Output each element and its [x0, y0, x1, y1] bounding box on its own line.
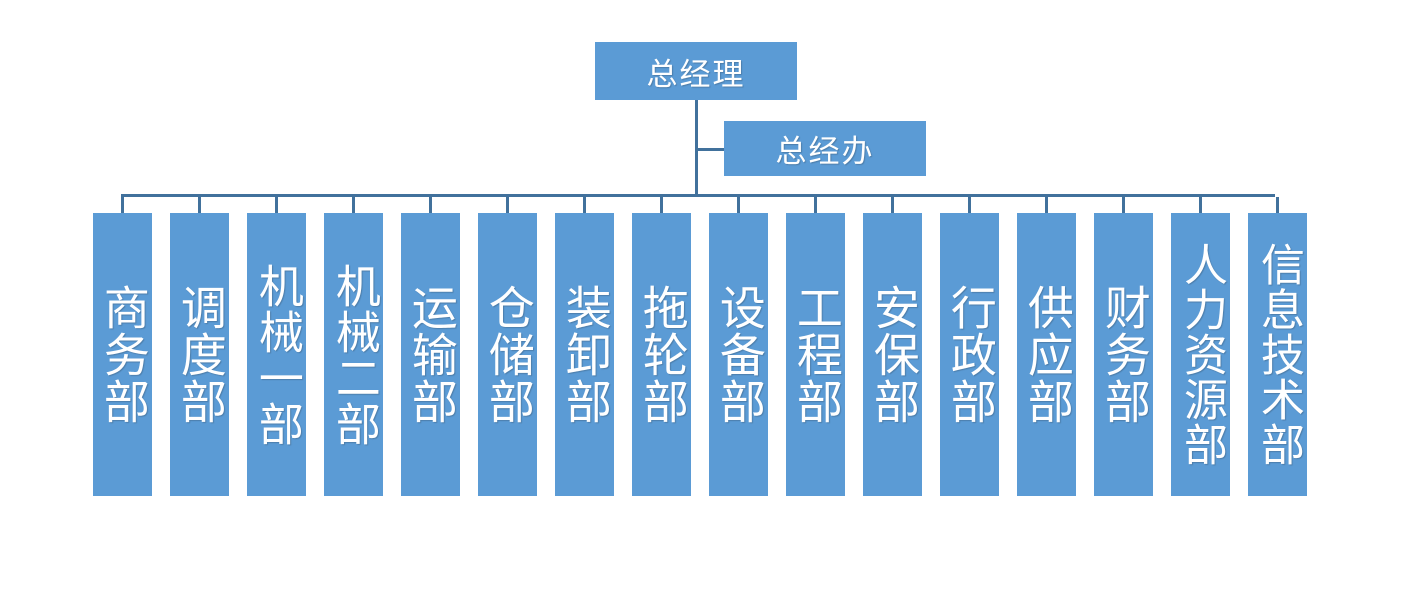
- node-department-label: 机械二部: [328, 262, 379, 447]
- node-department-16[interactable]: 信息技术部: [1248, 213, 1307, 496]
- node-department-label: 设备部: [713, 284, 765, 425]
- node-department-label: 调度部: [174, 284, 226, 425]
- connector-drop-6: [506, 197, 509, 213]
- connector-drop-5: [429, 197, 432, 213]
- node-department-label: 机械一部: [251, 262, 302, 447]
- node-department-15[interactable]: 人力资源部: [1171, 213, 1230, 496]
- node-department-label: 运输部: [405, 284, 457, 425]
- node-department-label: 行政部: [944, 284, 996, 425]
- node-department-8[interactable]: 拖轮部: [632, 213, 691, 496]
- connector-bus-horizontal: [121, 194, 1275, 197]
- connector-elbow-staff: [698, 148, 725, 151]
- node-department-label: 拖轮部: [636, 284, 688, 425]
- node-department-label: 工程部: [790, 284, 842, 425]
- connector-drop-13: [1045, 197, 1048, 213]
- connector-drop-16: [1276, 197, 1279, 213]
- node-department-5[interactable]: 运输部: [401, 213, 460, 496]
- node-department-12[interactable]: 行政部: [940, 213, 999, 496]
- node-department-10[interactable]: 工程部: [786, 213, 845, 496]
- node-department-label: 安保部: [867, 284, 919, 425]
- node-department-label: 供应部: [1021, 284, 1073, 425]
- node-department-4[interactable]: 机械二部: [324, 213, 383, 496]
- connector-drop-14: [1122, 197, 1125, 213]
- connector-drop-9: [737, 197, 740, 213]
- connector-drop-3: [275, 197, 278, 213]
- node-department-7[interactable]: 装卸部: [555, 213, 614, 496]
- node-department-label: 仓储部: [482, 284, 534, 425]
- node-department-14[interactable]: 财务部: [1094, 213, 1153, 496]
- node-general-manager-label: 总经理: [646, 56, 746, 92]
- node-general-manager[interactable]: 总经理: [595, 42, 797, 100]
- node-department-6[interactable]: 仓储部: [478, 213, 537, 496]
- connector-drop-4: [352, 197, 355, 213]
- node-department-2[interactable]: 调度部: [170, 213, 229, 496]
- node-department-1[interactable]: 商务部: [93, 213, 152, 496]
- node-gm-office[interactable]: 总经办: [724, 121, 926, 176]
- connector-drop-1: [121, 197, 124, 213]
- node-department-label: 商务部: [97, 284, 149, 425]
- node-department-3[interactable]: 机械一部: [247, 213, 306, 496]
- node-gm-office-label: 总经办: [775, 134, 875, 169]
- connector-stem-vertical: [695, 100, 698, 197]
- connector-drop-8: [660, 197, 663, 213]
- connector-drop-7: [583, 197, 586, 213]
- node-department-13[interactable]: 供应部: [1017, 213, 1076, 496]
- node-department-9[interactable]: 设备部: [709, 213, 768, 496]
- node-department-label: 人力资源部: [1176, 242, 1226, 467]
- connector-drop-10: [814, 197, 817, 213]
- node-department-label: 财务部: [1098, 284, 1150, 425]
- connector-drop-15: [1199, 197, 1202, 213]
- connector-drop-11: [891, 197, 894, 213]
- node-department-11[interactable]: 安保部: [863, 213, 922, 496]
- node-department-label: 装卸部: [559, 284, 611, 425]
- connector-drop-2: [198, 197, 201, 213]
- node-department-label: 信息技术部: [1253, 242, 1303, 467]
- connector-drop-12: [968, 197, 971, 213]
